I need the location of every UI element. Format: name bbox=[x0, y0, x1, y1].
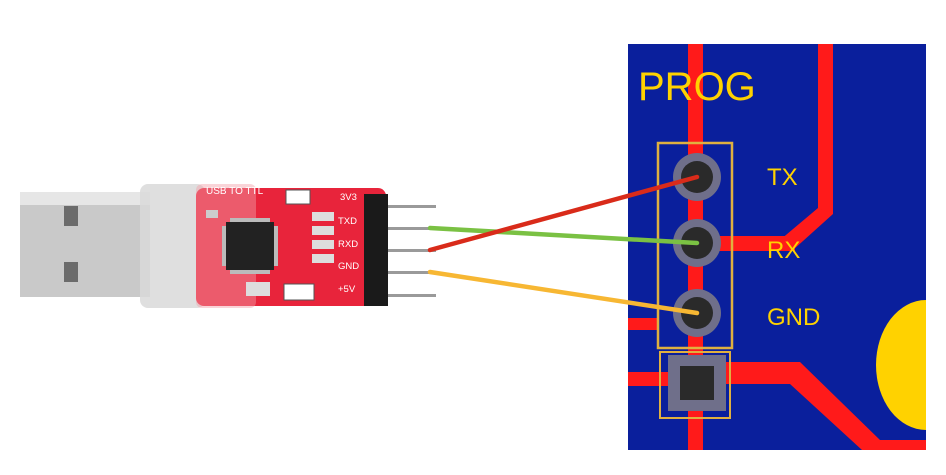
pcb-trace-vertical-right bbox=[818, 44, 833, 214]
module-header-block bbox=[364, 194, 388, 306]
module-pin-label-5v: +5V bbox=[338, 284, 356, 295]
wire-gnd-to-gnd bbox=[427, 269, 700, 316]
module-pcb bbox=[196, 188, 386, 306]
usb-plug-icon bbox=[20, 184, 205, 308]
module-component-3 bbox=[312, 226, 334, 235]
usb-collar bbox=[140, 184, 205, 308]
usb-ttl-module: USB TO TTL 3V3 TXD RXD GND +5V bbox=[196, 184, 436, 308]
pcb-title: PROG bbox=[638, 65, 756, 109]
header-pin-icon bbox=[388, 227, 436, 230]
module-component-1 bbox=[285, 189, 311, 205]
usb-slot-2 bbox=[64, 262, 78, 282]
module-component-5 bbox=[312, 254, 334, 263]
pcb-trace-stub-1 bbox=[628, 318, 658, 330]
pcb-header-outline-lower bbox=[659, 351, 731, 419]
module-component-2 bbox=[312, 212, 334, 221]
module-component-4 bbox=[312, 240, 334, 249]
pcb-label-tx: TX bbox=[767, 164, 798, 191]
pcb-label-gnd: GND bbox=[767, 304, 820, 331]
pcb-label-rx: RX bbox=[767, 237, 800, 264]
usb-slot-1 bbox=[64, 206, 78, 226]
chip-icon bbox=[222, 218, 278, 274]
pcb-yellow-pad bbox=[876, 300, 926, 430]
wire-rxd-to-tx bbox=[427, 174, 700, 253]
module-pin-label-3v3: 3V3 bbox=[340, 192, 357, 203]
module-component-6 bbox=[283, 283, 315, 301]
pcb-trace-bottom bbox=[712, 362, 926, 450]
usb-metal-top bbox=[20, 192, 150, 205]
pcb-trace-stub-2 bbox=[628, 372, 668, 386]
header-pin-icon bbox=[388, 271, 436, 274]
wire-txd-to-rx bbox=[427, 225, 700, 246]
pcb-pad-square bbox=[668, 355, 726, 411]
module-title: USB TO TTL bbox=[206, 186, 264, 197]
module-component-7 bbox=[246, 282, 270, 296]
usb-metal-shell bbox=[20, 192, 150, 297]
module-component-8 bbox=[206, 210, 218, 218]
pcb-header-outline bbox=[656, 141, 734, 350]
module-pin-label-txd: TXD bbox=[338, 216, 357, 227]
header-pin-icon bbox=[388, 249, 436, 252]
module-pin-label-gnd: GND bbox=[338, 261, 359, 272]
module-pin-label-rxd: RXD bbox=[338, 239, 358, 250]
pcb-trace-rx bbox=[700, 236, 795, 251]
header-pin-icon bbox=[388, 294, 436, 297]
pcb-board: PROG TX RX GND bbox=[628, 44, 926, 450]
header-pin-icon bbox=[388, 205, 436, 208]
wires bbox=[427, 174, 700, 316]
